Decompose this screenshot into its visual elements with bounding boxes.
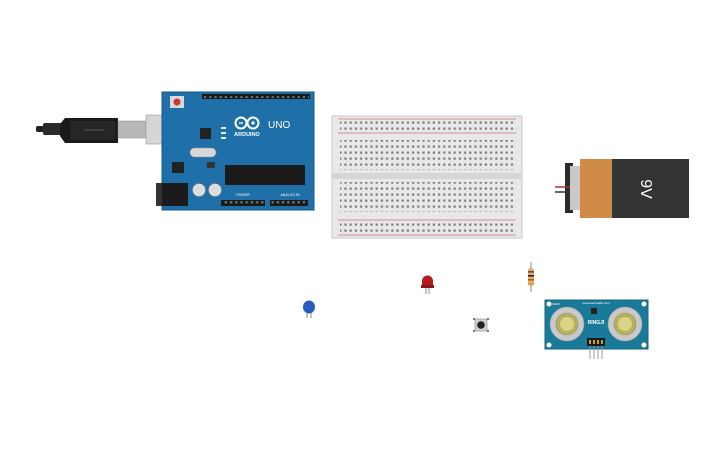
red-led-icon[interactable]	[421, 275, 434, 295]
breadboard[interactable]	[331, 115, 523, 239]
arduino-uno-board[interactable]: ARDUINO UNO POWER ANALOG IN	[156, 91, 315, 211]
capacitor-icon[interactable]	[303, 300, 315, 319]
battery-voltage-label: 9V	[637, 179, 654, 199]
sensor-site-text: www.elecfreaks.com	[582, 301, 610, 305]
resistor-icon[interactable]	[528, 262, 534, 292]
arduino-logo	[234, 116, 260, 130]
pushbutton-icon[interactable]	[473, 318, 489, 332]
usb-cable-icon[interactable]	[36, 114, 177, 145]
battery-9v[interactable]: 9V	[555, 159, 689, 218]
analog-header-label: ANALOG IN	[280, 193, 300, 197]
sensor-model-text: HC-SR04	[547, 302, 560, 306]
arduino-model-label: UNO	[268, 120, 290, 131]
ultrasonic-sensor[interactable]: HC-SR04 www.elecfreaks.com RINGJI	[544, 299, 649, 359]
power-header-label: POWER	[236, 193, 250, 197]
sensor-brand-text: RINGJI	[588, 320, 605, 326]
arduino-logo-text: ARDUINO	[234, 132, 260, 138]
